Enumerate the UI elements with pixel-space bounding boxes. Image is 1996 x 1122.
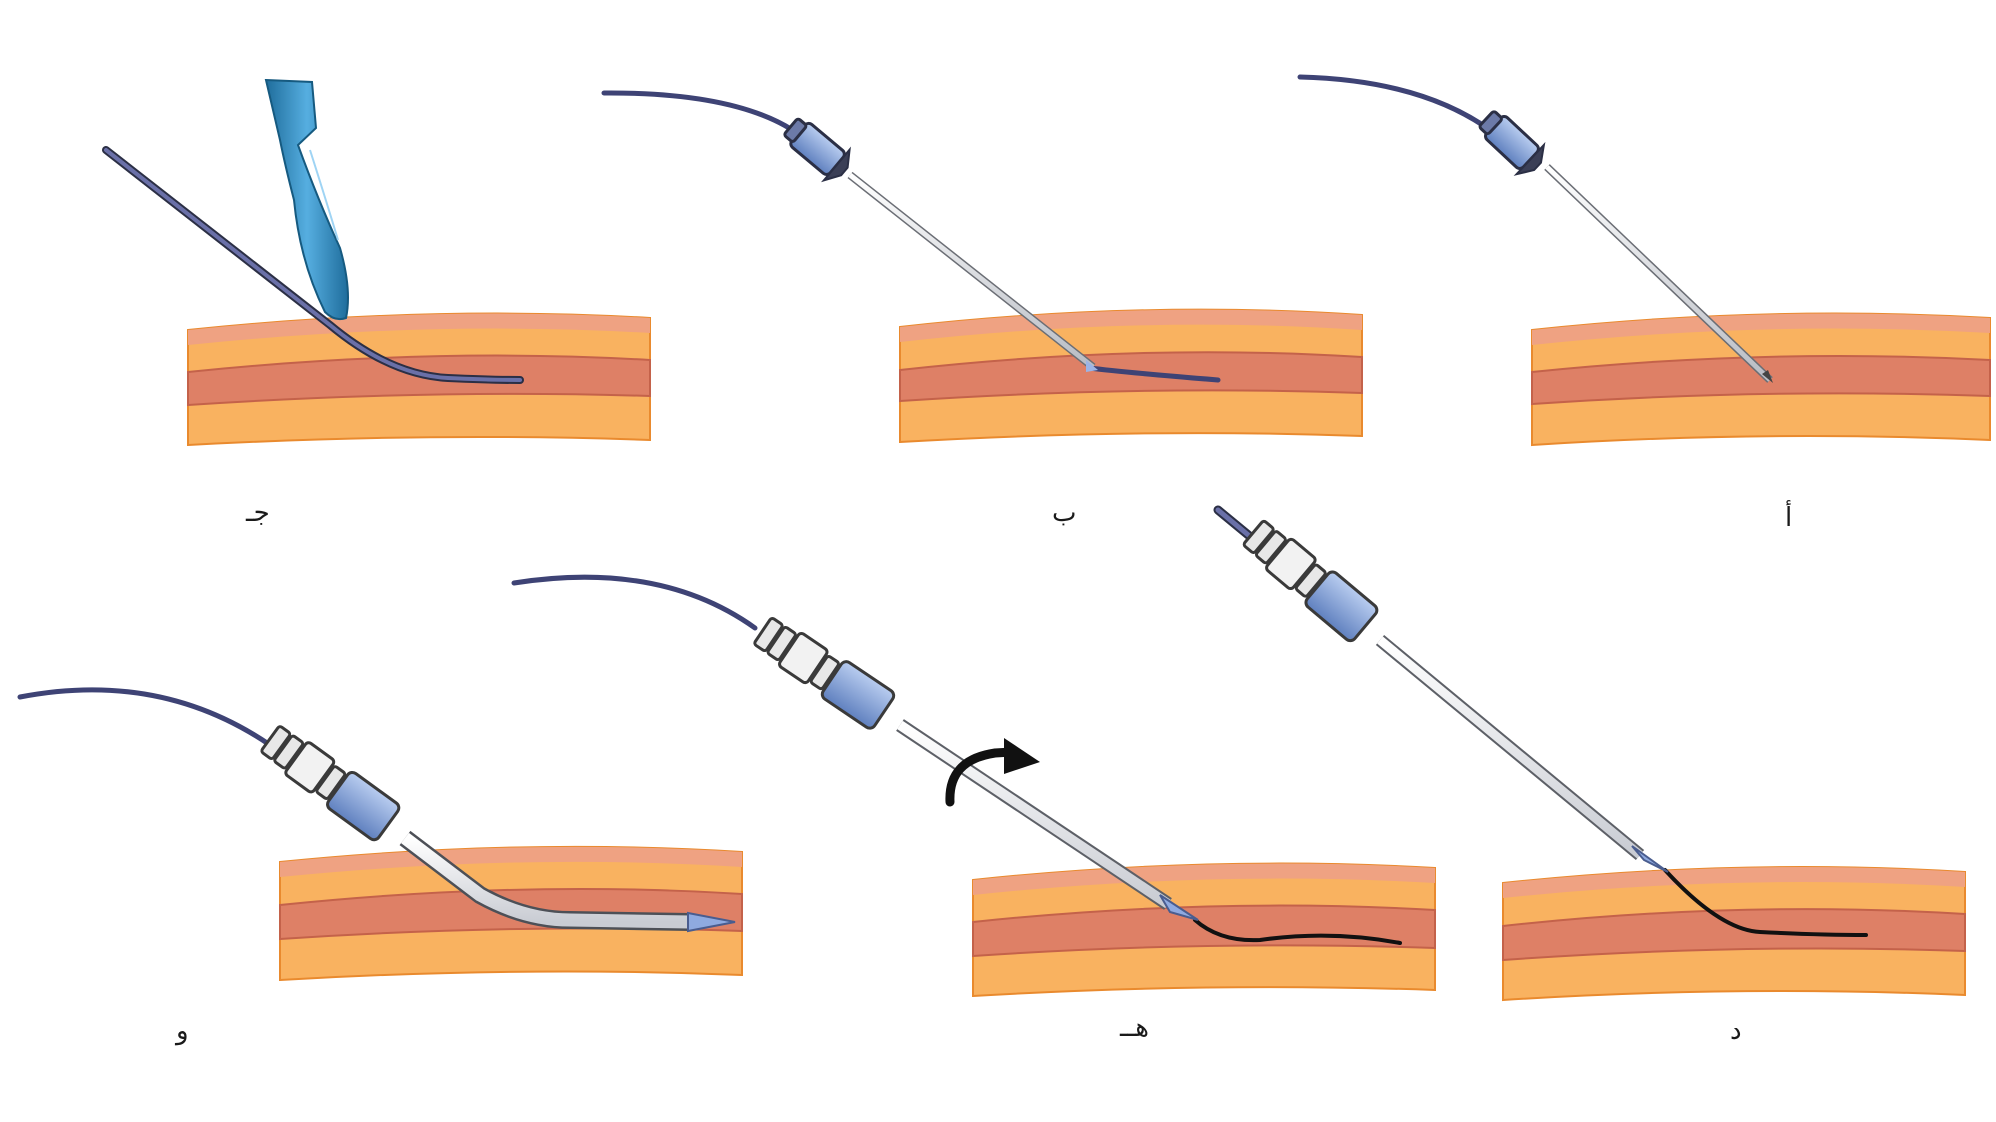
guidewire (17, 687, 273, 748)
dilator-hub (753, 617, 896, 730)
tissue-layers (1531, 312, 1991, 447)
panel-e-label: هــ (1120, 1013, 1149, 1043)
panel-d (1213, 505, 1966, 1002)
panel-a (1297, 74, 1991, 447)
panel-c-label: جـ (246, 498, 270, 528)
tissue-layers (972, 862, 1436, 998)
guidewire (511, 574, 1402, 945)
panel-b (601, 90, 1363, 444)
needle-hub (783, 117, 851, 183)
tissue-layers (1502, 865, 1966, 1002)
tissue-layers (899, 308, 1363, 444)
dilator-hub (1242, 519, 1379, 643)
needle-hub (1478, 110, 1546, 176)
scalpel-icon (264, 78, 349, 321)
panel-f-label: و (176, 1016, 189, 1046)
needle (847, 171, 1098, 372)
panel-b-label: ب (1052, 498, 1077, 528)
panel-a-label: أ (1785, 503, 1793, 533)
needle (1544, 164, 1773, 383)
dilator (1375, 634, 1669, 873)
panel-e (511, 574, 1436, 998)
panel-d-label: د (1730, 1016, 1742, 1046)
panel-c (102, 78, 651, 447)
tissue-layers (187, 312, 651, 447)
catheter-hub (260, 725, 401, 842)
dilator (896, 719, 1199, 921)
catheter (399, 830, 736, 933)
rotation-arrow-icon (945, 738, 1040, 807)
guidewire (1297, 74, 1493, 133)
panel-f (17, 687, 743, 982)
guidewire (102, 146, 524, 384)
guidewire (601, 90, 1221, 383)
